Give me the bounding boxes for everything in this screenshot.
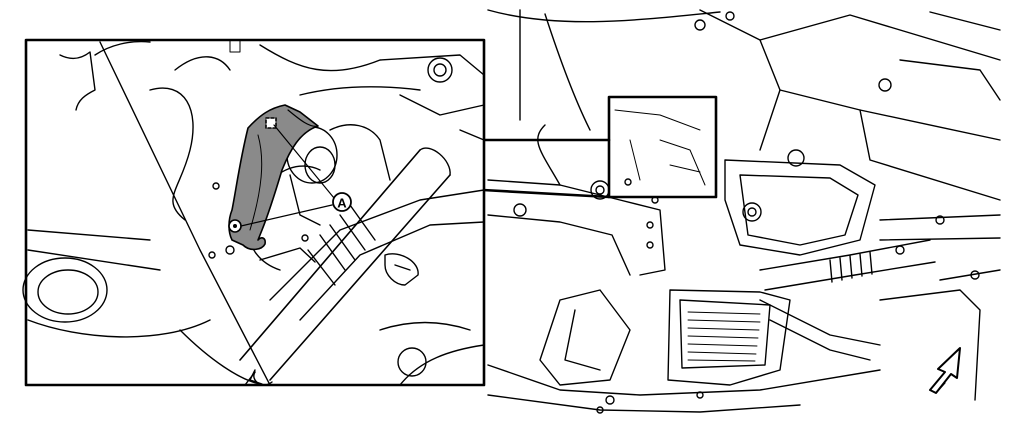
clip-icon <box>265 117 277 129</box>
leader-line <box>240 204 333 227</box>
clip-icon <box>228 219 242 233</box>
detail-inset: A <box>22 38 486 387</box>
view-direction-arrow-icon <box>929 347 961 394</box>
callout-circle-icon: A <box>332 192 352 212</box>
heat-insulator-part <box>228 104 319 251</box>
callout-label: A <box>337 196 347 211</box>
detail-locator-box <box>607 95 718 199</box>
leader-line <box>273 124 335 199</box>
callout-leader <box>481 138 611 199</box>
overview-underbody <box>487 9 1001 414</box>
